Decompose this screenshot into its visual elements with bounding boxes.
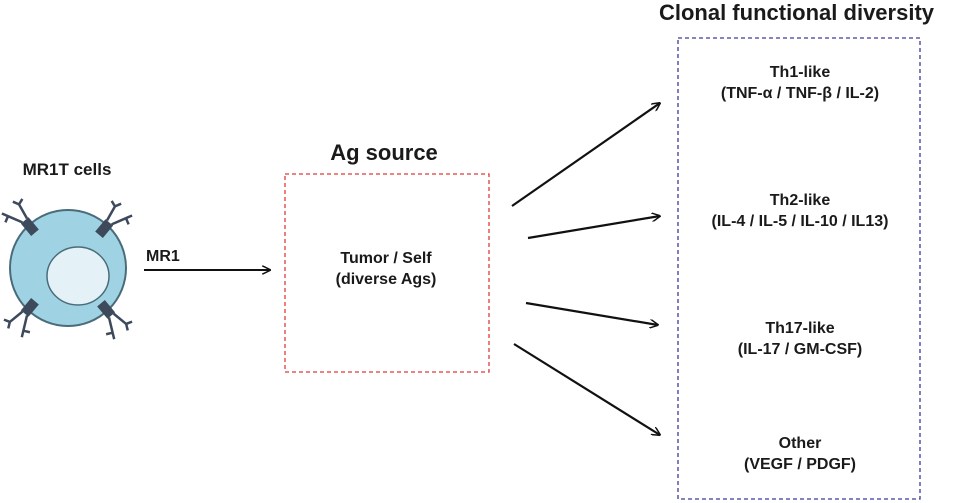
- receptor-icon: [3, 298, 39, 338]
- output-cytokines: (TNF-α / TNF-β / IL-2): [720, 85, 880, 102]
- receptor-icon: [1, 198, 39, 236]
- arrow-th2: [527, 216, 660, 240]
- cell-nucleus: [46, 246, 110, 306]
- arrow-th17: [525, 301, 658, 325]
- arrow-th1: [511, 103, 660, 207]
- output-other: Other (VEGF / PDGF): [680, 433, 920, 475]
- output-name: Other: [778, 435, 822, 452]
- output-name: Th17-like: [765, 320, 835, 337]
- output-name: Th2-like: [769, 192, 831, 209]
- ag-source-content: Tumor / Self (diverse Ags): [284, 248, 488, 290]
- ag-source-line: (diverse Ags): [335, 271, 437, 288]
- clonal-diversity-box: [677, 37, 921, 500]
- arrow-other: [513, 343, 660, 435]
- mr1t-cell-icon: [1, 198, 133, 340]
- output-cytokines: (IL-17 / GM-CSF): [737, 341, 863, 358]
- ag-source-line: Tumor / Self: [340, 250, 432, 267]
- receptor-icon: [95, 200, 133, 238]
- ag-source-box: [284, 173, 490, 373]
- clonal-diversity-title: Clonal functional diversity: [658, 0, 935, 25]
- output-name: Th1-like: [769, 64, 831, 81]
- mr1t-cells-title: MR1T cells: [22, 160, 112, 179]
- receptor-icon: [97, 300, 133, 340]
- output-cytokines: (IL-4 / IL-5 / IL-10 / IL13): [711, 213, 889, 230]
- ag-source-title: Ag source: [330, 140, 438, 165]
- output-cytokines: (VEGF / PDGF): [744, 456, 856, 473]
- mr1-label: MR1: [146, 248, 180, 265]
- output-th2: Th2-like (IL-4 / IL-5 / IL-10 / IL13): [680, 190, 920, 232]
- output-th1: Th1-like (TNF-α / TNF-β / IL-2): [680, 62, 920, 104]
- output-th17: Th17-like (IL-17 / GM-CSF): [680, 318, 920, 360]
